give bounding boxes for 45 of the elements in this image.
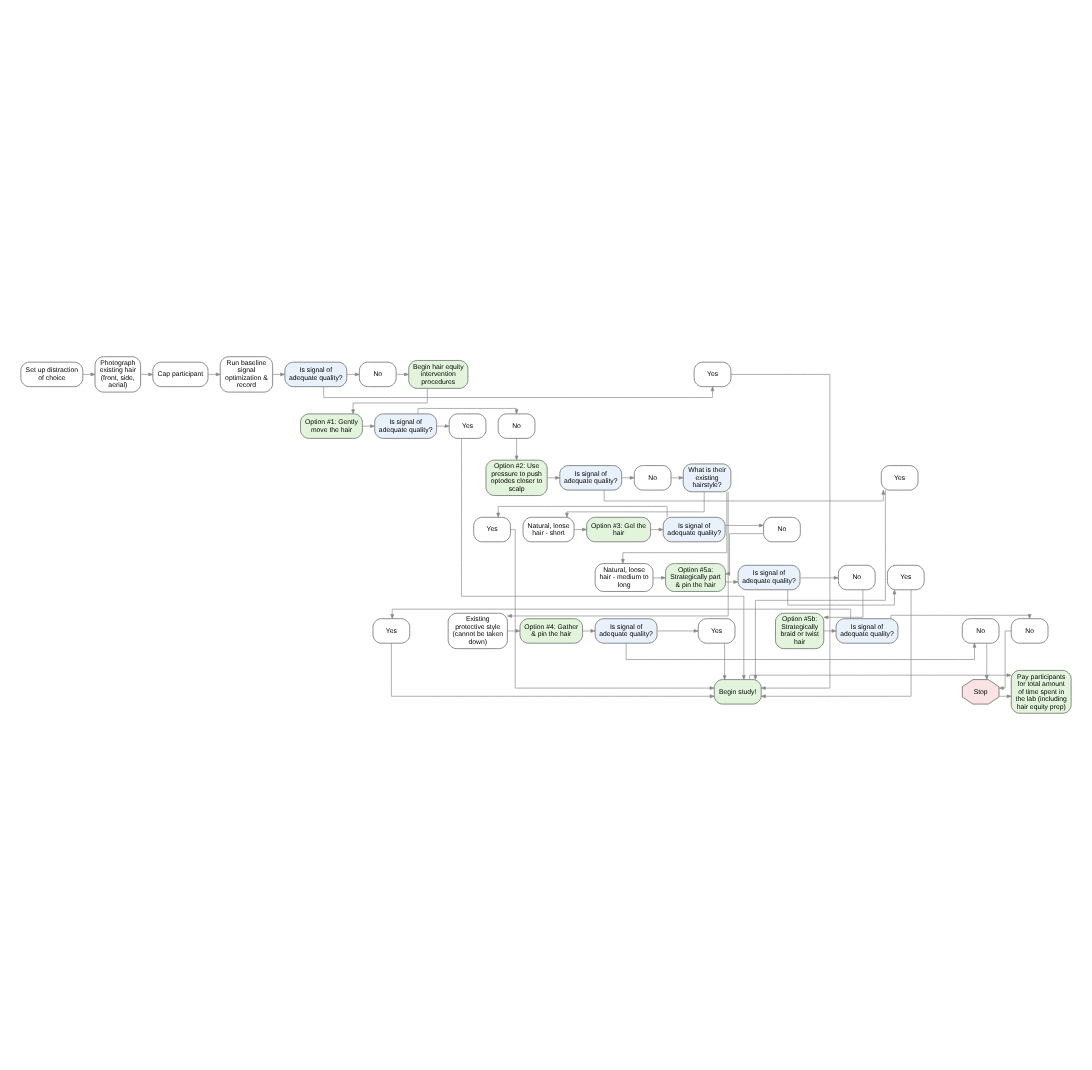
arrow [799,576,839,580]
arrow [656,629,699,633]
arrow [582,629,596,633]
arrow [890,614,1032,619]
arrow [760,589,912,699]
arrow [346,372,360,377]
arrow [507,629,521,633]
arrow [725,580,739,584]
arrow [603,489,886,502]
arrow [272,372,285,377]
arrow [496,506,668,518]
arrow [514,438,519,461]
arrow [362,424,375,428]
arrow [722,642,727,680]
arrow [823,589,864,620]
arrow [749,673,1012,680]
arrow [787,589,897,606]
arrow [391,642,715,699]
arrow [390,608,851,619]
arrow [650,527,664,532]
arrow [823,629,837,633]
arrow [998,694,1012,699]
arrow [621,476,635,480]
arrow [753,489,886,680]
arrow [510,529,715,690]
arrow [573,527,587,532]
arrow [351,388,428,415]
arrow [436,424,450,428]
arrow [547,476,560,480]
arrow [670,476,684,480]
arrow [998,630,1012,690]
arrow [140,372,154,377]
arrow [207,372,221,377]
arrow [725,523,764,528]
arrow [395,372,409,377]
arrow [417,408,519,415]
arrow [652,576,666,580]
arrow [625,642,977,660]
arrow [323,386,715,398]
arrow [730,374,831,690]
arrow [82,372,96,377]
arrow [725,533,764,576]
arrow [565,491,705,518]
arrow [461,438,746,680]
arrow [985,642,989,680]
